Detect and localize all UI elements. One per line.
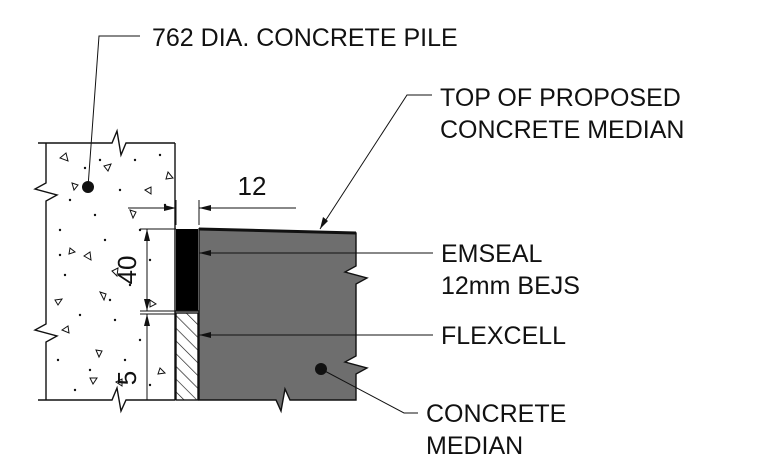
emseal-arrowhead [199,250,211,256]
median-label-line2: MEDIAN [426,432,523,460]
pile-left-break-line [33,143,59,400]
gap-label: 5 [112,371,142,385]
flexcell-label: FLEXCELL [441,322,566,350]
emseal-joint [176,229,198,311]
aggregate-dots [56,153,167,392]
seal-depth-label: 40 [112,256,142,285]
concrete-median [198,228,369,414]
joint-width-dimension [128,200,296,225]
pile-label: 762 DIA. CONCRETE PILE [152,24,458,52]
emseal-label-line1: EMSEAL [441,240,543,268]
median-label-line1: CONCRETE [426,400,566,428]
flexcell-arrowhead [199,332,211,338]
concrete-pile [33,128,176,414]
top-median-leader-line [319,94,432,230]
flexcell-filler [175,312,199,401]
top-median-arrowhead [320,217,328,229]
median-leader-line [320,368,418,414]
emseal-label-line2: 12mm BEJS [441,272,580,300]
pile-leader-line [87,35,140,188]
pile-top-break-line [38,128,175,158]
joint-width-label: 12 [238,171,267,201]
top-median-label-line1: TOP OF PROPOSED [440,84,681,112]
aggregate-pattern [54,152,174,387]
gap-dimension [140,313,176,400]
pile-bottom-break-line [38,385,175,414]
median-top-surface [198,227,357,235]
top-median-label-line2: CONCRETE MEDIAN [440,116,684,144]
seal-depth-dimension [140,228,176,312]
